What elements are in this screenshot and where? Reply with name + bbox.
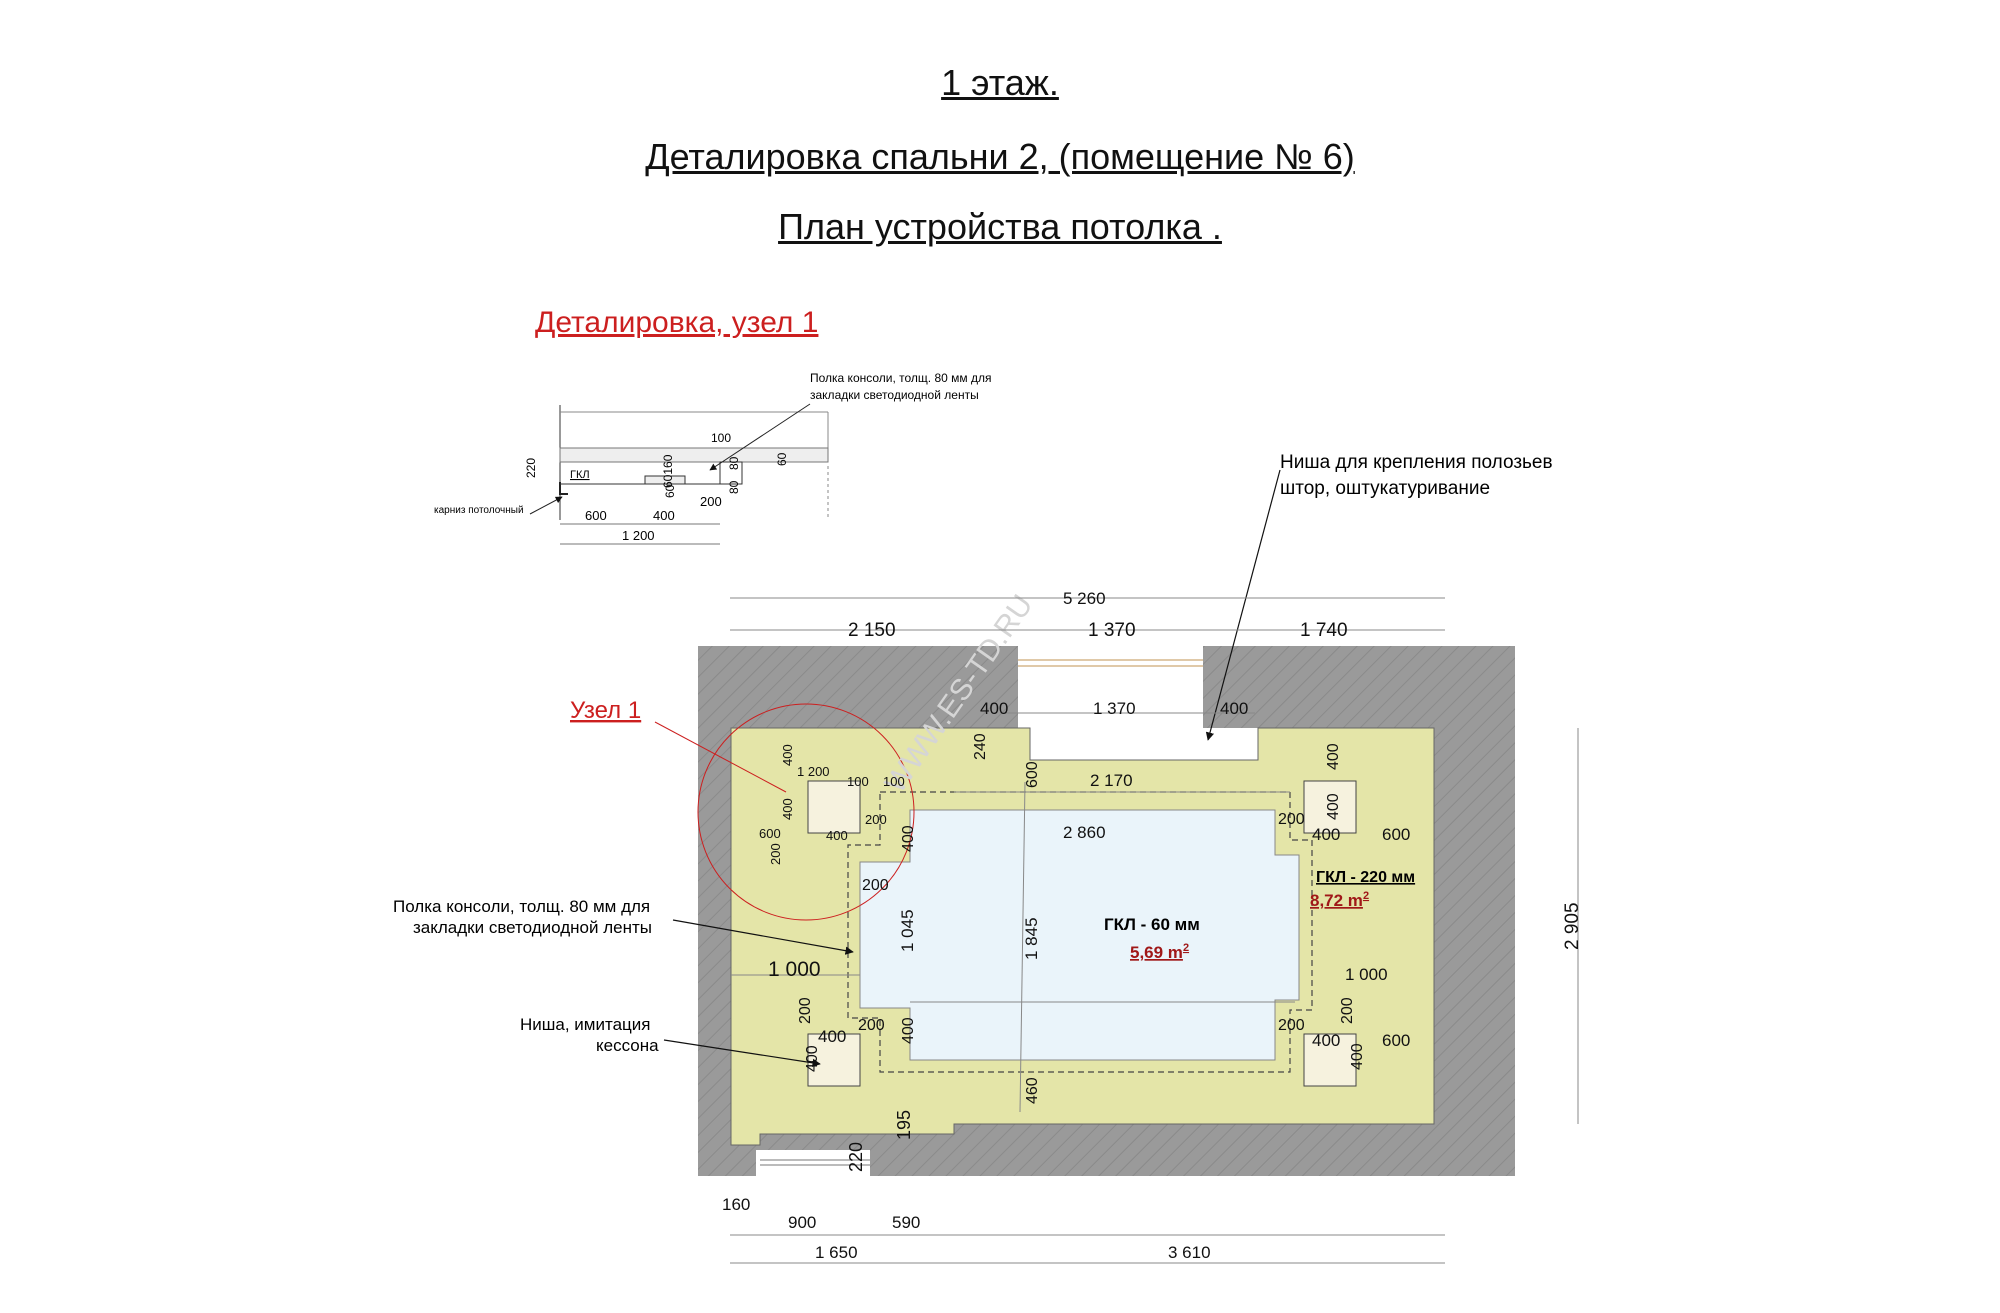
dim-tl-400-v3: 400 [900,825,917,852]
dim-600-vertical: 600 [1024,761,1041,788]
caisson-niche-top-left [807,780,861,834]
dim-tl-400-v: 400 [780,744,795,766]
dim-240: 240 [972,733,989,760]
dim-window-1370: 1 370 [1093,699,1136,718]
dim-bl-200-v: 200 [797,997,814,1024]
dim-tr-400-v2: 400 [1325,793,1342,820]
caisson-niche-bottom-right [1303,1033,1357,1087]
node-detail: Деталировка, узел 1 ГКЛ 100 220 60160 80… [434,306,992,545]
dim-top-mid: 1 370 [1088,620,1136,641]
gkl-60-label: ГКЛ - 60 мм [1104,915,1200,934]
curtain-niche-note-line1: Ниша для крепления полозьев [1280,452,1553,473]
dim-bl-200: 200 [858,1017,885,1034]
dim-top-right: 1 740 [1300,620,1348,641]
dim-bl-400-v: 400 [804,1045,821,1072]
dim-1000-left: 1 000 [768,958,821,981]
dim-bottom-590: 590 [892,1213,920,1232]
dim-br-200: 200 [1278,1017,1305,1034]
dim-tl-400-h: 400 [826,828,848,843]
gkl-60-area: 5,69 m2 [1130,942,1189,962]
walls-hatched [698,646,1515,1176]
dim-220: 220 [846,1142,866,1172]
node-dim-80a: 80 [727,456,741,470]
node-shelf-note-line1: Полка консоли, толщ. 80 мм для [810,371,992,385]
dim-br-600: 600 [1382,1031,1410,1050]
node-dim-100: 100 [711,431,731,445]
node-detail-heading: Деталировка, узел 1 [535,306,818,339]
dim-tr-200: 200 [1278,811,1305,828]
node-cornice-note: карниз потолочный [434,505,524,516]
plan-title: План устройства потолка . [778,206,1222,247]
dim-tl-200a: 200 [865,812,887,827]
dim-bottom-900: 900 [788,1213,816,1232]
node-dim-400: 400 [653,508,675,523]
dim-bottom-160: 160 [722,1195,750,1214]
node-1-marker-circle [697,703,915,921]
dim-window-400-right: 400 [1220,699,1248,718]
dimension-labels: 5 260 2 150 1 370 1 740 400 1 370 400 24… [722,589,1583,1262]
dim-tl-200b: 200 [862,877,889,894]
dim-tl-100b: 100 [883,774,905,789]
dim-top-left: 2 150 [848,620,896,641]
node-dim-600: 600 [585,508,607,523]
dim-tr-400-h: 400 [1312,825,1340,844]
node-dim-1200: 1 200 [622,528,655,543]
dim-bl-400-h: 400 [818,1027,846,1046]
node-dim-60b: 60 [663,484,677,498]
dim-1045: 1 045 [898,909,917,952]
dim-bottom-1650: 1 650 [815,1243,858,1262]
dim-bottom-3610: 3 610 [1168,1243,1211,1262]
dim-2170: 2 170 [1090,771,1133,790]
node-dim-80b: 80 [727,480,741,494]
dimension-lines [730,597,1579,1264]
floor-title: 1 этаж. [941,62,1059,103]
dim-br-200-v: 200 [1339,997,1356,1024]
dim-tr-600: 600 [1382,825,1410,844]
dim-195: 195 [894,1110,914,1140]
dim-bl-400-v2: 400 [900,1017,917,1044]
dim-1000-right: 1 000 [1345,965,1388,984]
console-shelf-note-line1: Полка консоли, толщ. 80 мм для [393,897,650,916]
gkl-60-zone [859,809,1300,1061]
node-1-label: Узел 1 [570,697,641,724]
dim-total-top: 5 260 [1063,589,1106,608]
node-dim-60-160: 60160 [661,454,675,488]
dim-460: 460 [1024,1077,1041,1104]
dim-tr-400-v: 400 [1325,743,1342,770]
dim-tl-200-v: 200 [768,843,783,865]
detail-title: Деталировка спальни 2, (помещение № 6) [645,136,1355,177]
dim-br-400-h: 400 [1312,1031,1340,1050]
curtain-niche-note-line2: штор, оштукатуривание [1280,478,1490,499]
node-dim-60a: 60 [775,452,789,466]
dim-tl-400-v2: 400 [780,798,795,820]
dim-tl-600: 600 [759,826,781,841]
gkl-220-area: 8,72 m2 [1310,890,1369,910]
window-opening-top [1018,643,1203,729]
dim-br-400-v: 400 [1349,1043,1366,1070]
console-shelf-outline [847,791,1313,1073]
node-gkl-label: ГКЛ [570,469,590,481]
door-opening-bottom [756,1150,870,1176]
node-dim-200: 200 [700,494,722,509]
gkl-220-label: ГКЛ - 220 мм [1316,869,1415,886]
dim-2860: 2 860 [1063,823,1106,842]
dim-1845: 1 845 [1022,917,1041,960]
console-shelf-note-line2: закладки светодиодной ленты [413,918,652,937]
dim-window-400-left: 400 [980,699,1008,718]
dim-2905: 2 905 [1562,902,1583,950]
dim-tl-1200: 1 200 [797,764,830,779]
caisson-note-line2: кессона [596,1036,659,1055]
node-dim-220: 220 [524,458,538,478]
dim-tl-100a: 100 [847,774,869,789]
caisson-note-line1: Ниша, имитация [520,1015,650,1034]
caisson-niche-top-right [1303,780,1357,834]
node-shelf-note-line2: закладки светодиодной ленты [810,388,979,402]
